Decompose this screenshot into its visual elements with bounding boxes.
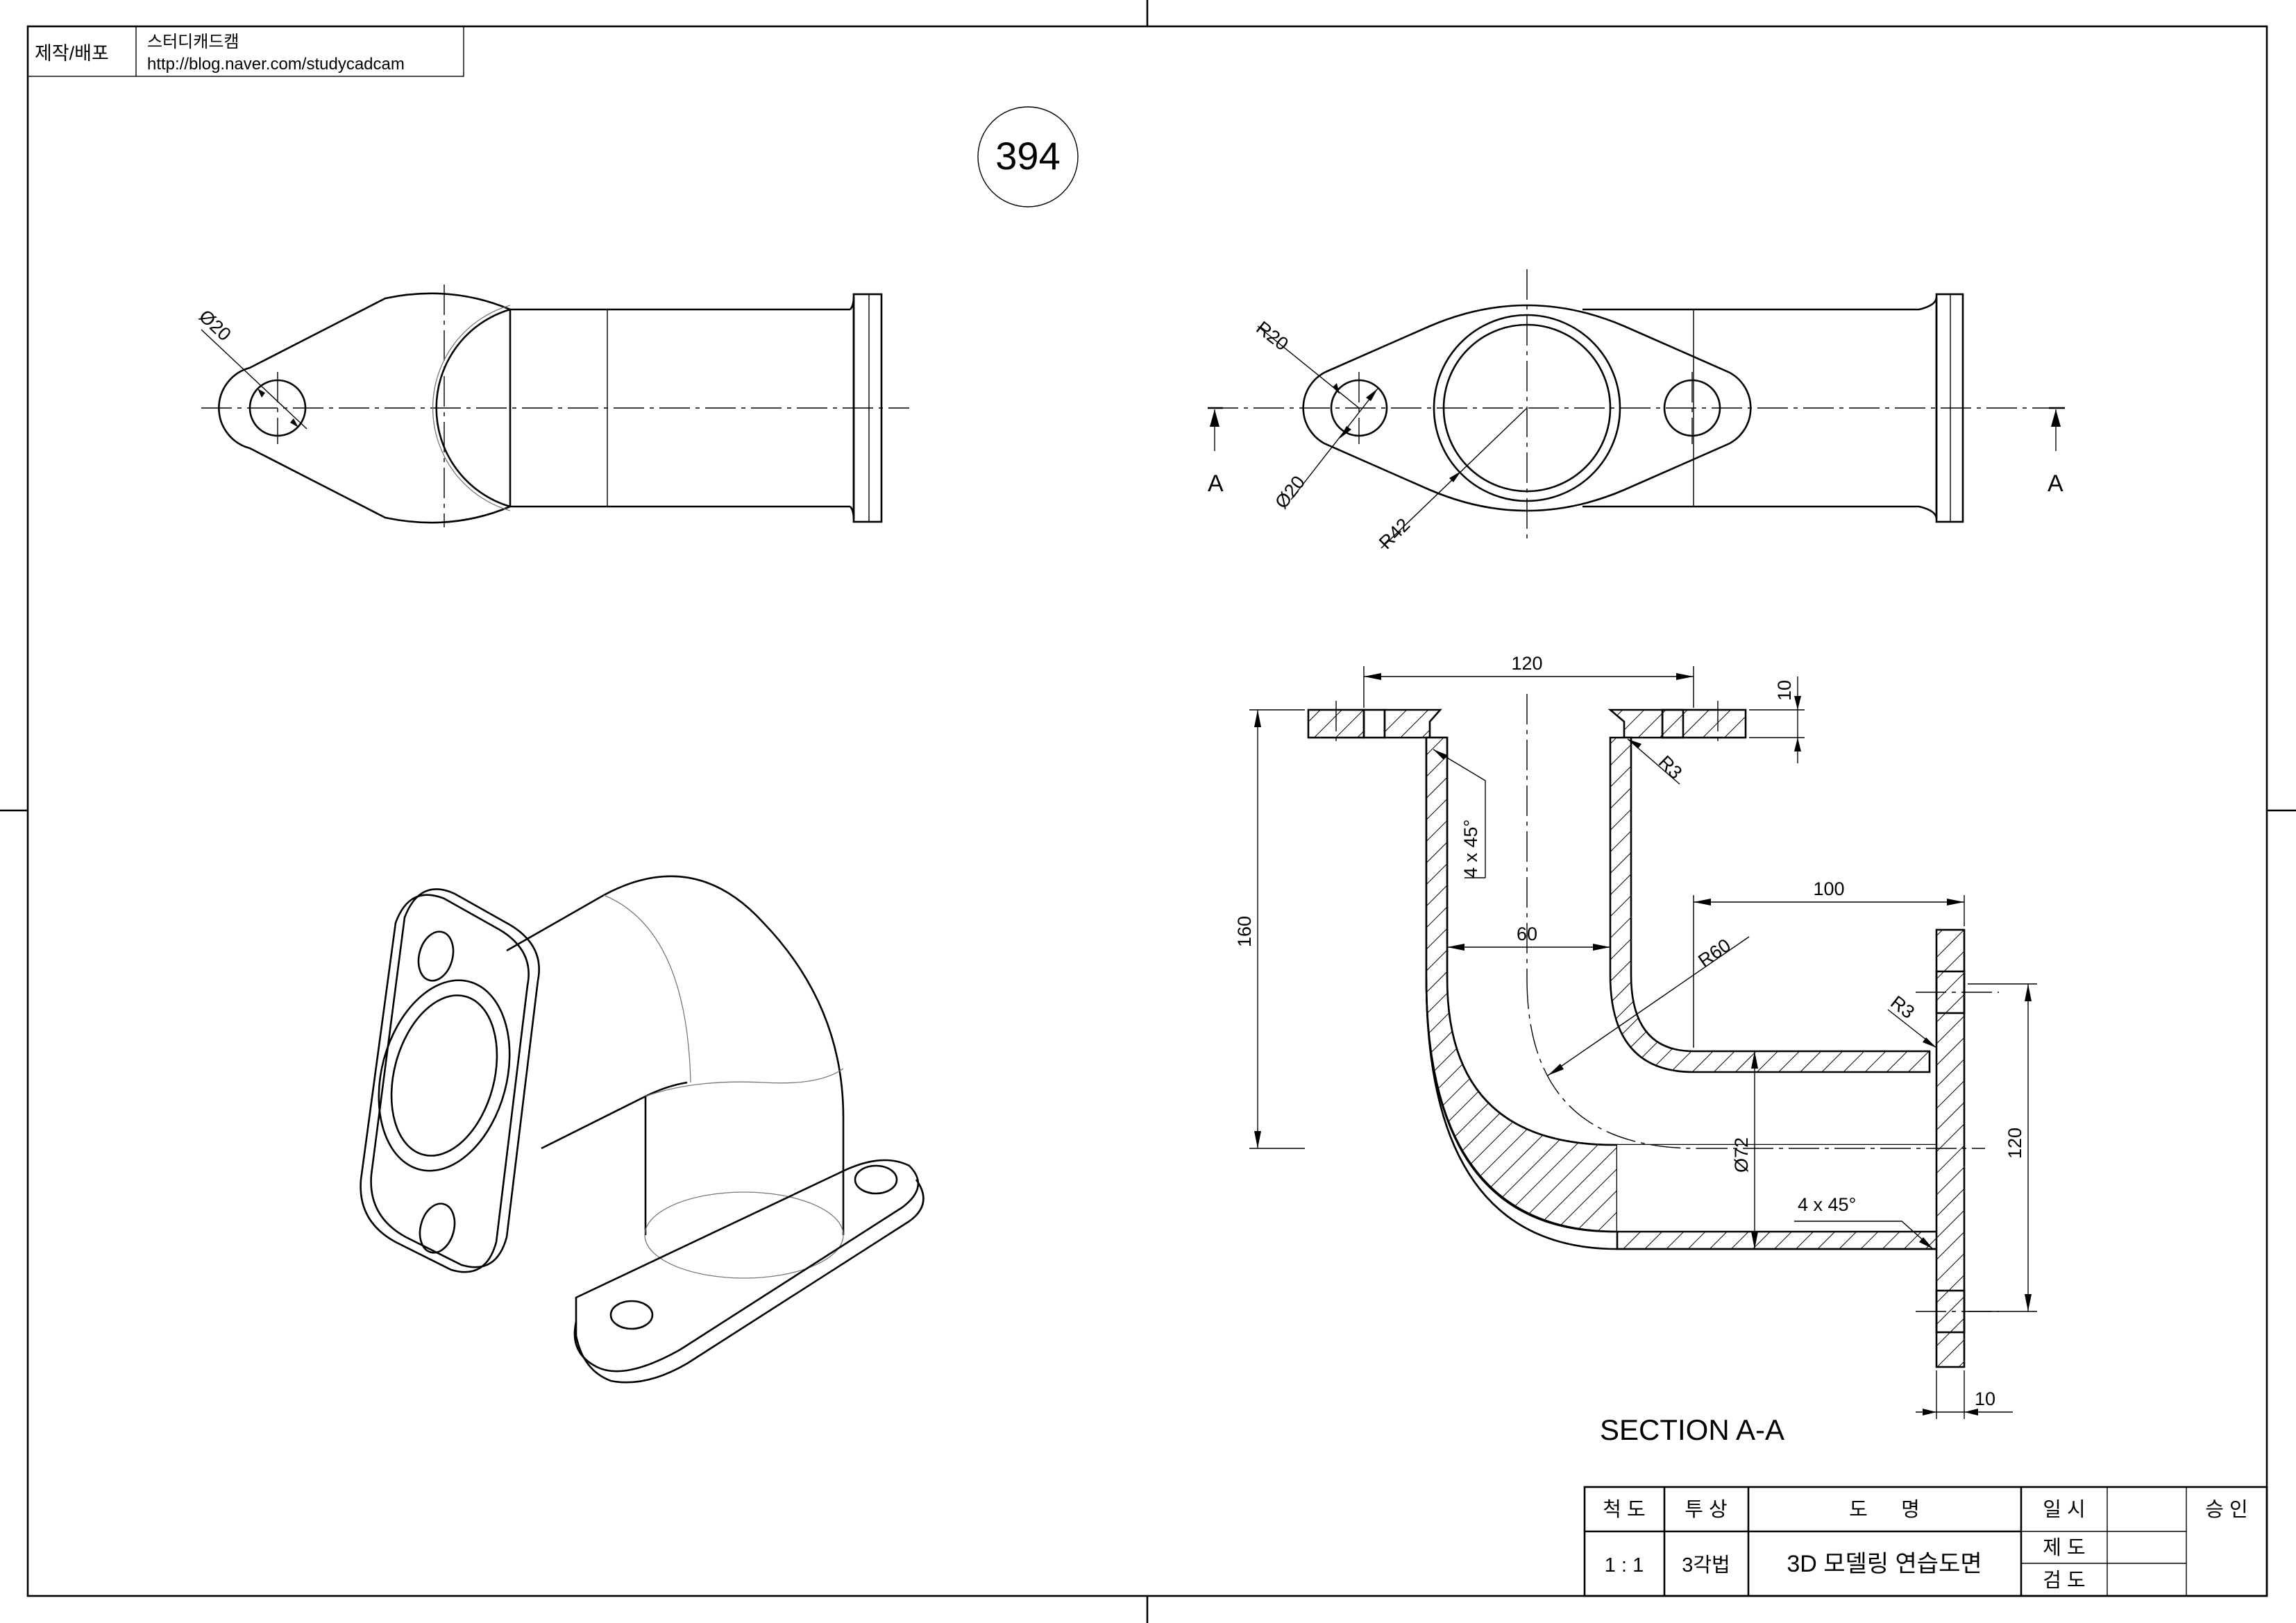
top-view: Ø20	[195, 284, 909, 527]
scale-label: 척 도	[1603, 1498, 1645, 1521]
date-label: 일 시	[2043, 1499, 2085, 1521]
drawing-name-label: 도 명	[1849, 1499, 1920, 1521]
header-box: 제작/배포 스터디캐드캠 http://blog.naver.com/study…	[27, 26, 464, 77]
front-radius-bore-dim: R42	[1375, 514, 1414, 553]
projection-label: 투 상	[1685, 1499, 1727, 1521]
dim-chamfer-side: 4 x 45°	[1798, 1194, 1856, 1215]
dim-fillet-side: R3	[1886, 992, 1918, 1023]
title-block: 척 도 투 상 도 명 일 시 승 인 1 : 1 3각법 3D 모델링 연습도…	[1583, 1486, 2268, 1597]
dim-side-flange: 120	[2004, 1128, 2025, 1159]
drawing-name-value: 3D 모델링 연습도면	[1787, 1551, 1982, 1577]
company-url: http://blog.naver.com/studycadcam	[147, 55, 405, 74]
dim-flange-width: 120	[1511, 653, 1542, 674]
dim-bore: 60	[1517, 924, 1537, 944]
projection-value: 3각법	[1682, 1554, 1730, 1577]
scale-value: 1 : 1	[1605, 1554, 1644, 1577]
top-hole-dim: Ø20	[195, 305, 235, 345]
dim-fillet-top: R3	[1655, 751, 1687, 783]
dim-length: 100	[1813, 878, 1844, 899]
dim-bend-radius: R60	[1694, 935, 1734, 971]
front-view: A A R20 Ø20 R42	[1208, 269, 2065, 553]
dim-chamfer-top: 4 x 45°	[1460, 819, 1481, 878]
dim-height: 160	[1234, 916, 1255, 947]
dim-flange-thk: 10	[1774, 680, 1795, 701]
section-mark-right: A	[2048, 470, 2063, 497]
section-title: SECTION A-A	[1600, 1413, 1784, 1446]
company-name: 스터디캐드캠	[147, 33, 239, 51]
section-view: 120 10 R3 4 x 45° 160 60	[1234, 653, 2037, 1446]
checked-label: 검 도	[2043, 1570, 2085, 1592]
drawing-number: 394	[995, 134, 1060, 178]
maker-label: 제작/배포	[35, 43, 109, 64]
front-hole-dim: Ø20	[1271, 472, 1309, 513]
isometric-view	[360, 875, 925, 1384]
dim-pipe-dia: Ø72	[1731, 1137, 1752, 1173]
dim-side-flange-thk: 10	[1975, 1388, 1995, 1409]
section-mark-left: A	[1208, 470, 1224, 497]
approve-label: 승 인	[2205, 1499, 2247, 1521]
drawing-number-balloon: 394	[977, 106, 1079, 207]
drafted-label: 제 도	[2043, 1537, 2085, 1559]
